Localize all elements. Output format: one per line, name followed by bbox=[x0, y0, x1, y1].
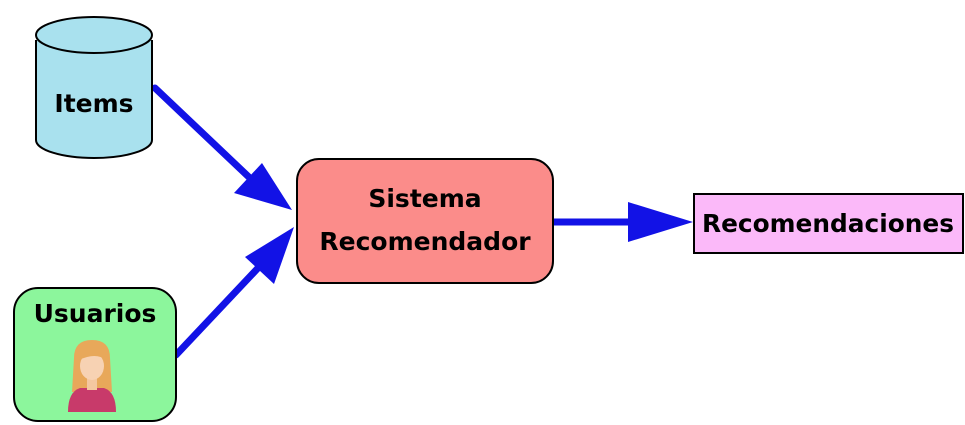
items-label: Items bbox=[54, 89, 133, 118]
sistema-label-line1: Sistema bbox=[368, 184, 481, 213]
edge-usuarios-to-sistema bbox=[172, 227, 294, 359]
sistema-label-line2: Recomendador bbox=[319, 227, 531, 256]
edge-items-to-sistema bbox=[151, 84, 292, 210]
usuarios-label: Usuarios bbox=[34, 299, 157, 328]
node-items: Items bbox=[35, 16, 153, 159]
node-recomendaciones: Recomendaciones bbox=[693, 193, 964, 254]
user-avatar-icon bbox=[68, 340, 116, 412]
edge-sistema-to-recomendaciones bbox=[549, 202, 693, 242]
node-sistema-recomendador: Sistema Recomendador bbox=[296, 158, 554, 284]
recomendaciones-box bbox=[693, 193, 964, 254]
node-usuarios: Usuarios bbox=[13, 287, 177, 422]
items-cylinder-top bbox=[35, 16, 153, 54]
items-cylinder-body bbox=[35, 40, 153, 159]
recomendaciones-label: Recomendaciones bbox=[702, 209, 954, 238]
sistema-box bbox=[296, 158, 554, 284]
